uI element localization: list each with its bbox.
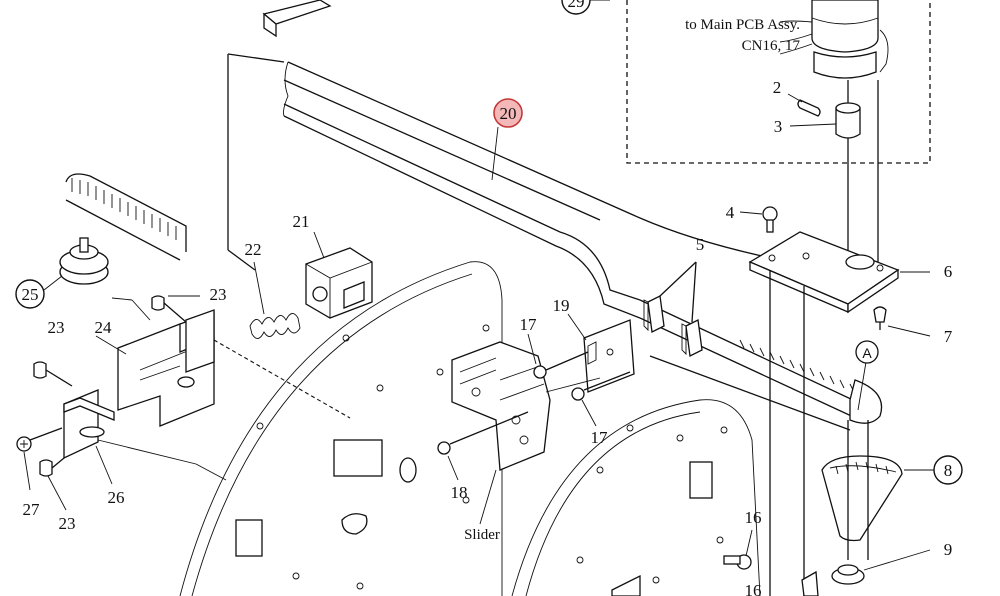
belt-part-8 <box>821 420 903 560</box>
callout-23a: 23 <box>210 285 227 304</box>
spring-part-22 <box>249 313 301 339</box>
callout-19: 19 <box>553 296 570 315</box>
callout-A-text: A <box>862 345 872 361</box>
pulley-part-9 <box>801 564 865 596</box>
callout-A: A <box>855 340 879 364</box>
clips-part-5 <box>643 261 703 357</box>
callout-2: 2 <box>773 78 782 97</box>
callout-26: 26 <box>108 488 125 507</box>
mount-plate-part-6 <box>748 231 900 596</box>
callout-25: 25 <box>15 279 45 309</box>
callout-27: 27 <box>23 500 41 519</box>
bracket-part-19 <box>583 319 635 393</box>
callout-4: 4 <box>726 203 735 222</box>
bracket-part-24 <box>117 309 215 427</box>
frame-plate-left <box>179 261 503 596</box>
callout-18: 18 <box>451 483 468 502</box>
belt-left <box>65 173 187 261</box>
callout-7: 7 <box>944 327 953 346</box>
frame-plate-right <box>511 399 761 596</box>
pulley-part-25 <box>59 237 109 285</box>
callout-16b: 16 <box>745 581 762 596</box>
callout-17b: 17 <box>591 428 609 447</box>
callout-8: 8 <box>933 455 963 485</box>
callout-20-text: 20 <box>500 104 517 123</box>
callout-29-text: 29 <box>568 0 585 11</box>
callout-20: 20 <box>493 98 523 128</box>
callout-leaders <box>23 0 934 571</box>
callout-6: 6 <box>944 262 953 281</box>
callout-22: 22 <box>245 240 262 259</box>
callout-8-text: 8 <box>944 461 953 480</box>
callout-21: 21 <box>293 212 310 231</box>
callout-29: 29 <box>561 0 591 15</box>
motor-assembly-box <box>626 0 931 262</box>
callout-23b: 23 <box>48 318 65 337</box>
screw-part-7 <box>873 306 887 330</box>
pcb-label-line1: to Main PCB Assy. <box>685 17 800 33</box>
callout-9: 9 <box>944 540 953 559</box>
slider-label: Slider <box>464 527 500 543</box>
callout-5: 5 <box>696 235 705 254</box>
screws-left <box>16 295 187 477</box>
callout-25-text: 25 <box>22 285 39 304</box>
callout-3: 3 <box>774 117 783 136</box>
callout-24: 24 <box>95 318 113 337</box>
slider-assembly <box>451 341 551 525</box>
screw-part-16 <box>723 554 752 570</box>
pcb-label-line2: CN16, 17 <box>742 38 801 54</box>
screw-part-4 <box>762 206 778 233</box>
screws-slider <box>437 351 631 455</box>
small-bracket-top <box>262 0 332 38</box>
block-part-21 <box>305 247 373 319</box>
callout-17a: 17 <box>520 315 538 334</box>
bracket-part-26 <box>63 389 227 481</box>
callout-23c: 23 <box>59 514 76 533</box>
callout-16a: 16 <box>745 508 762 527</box>
